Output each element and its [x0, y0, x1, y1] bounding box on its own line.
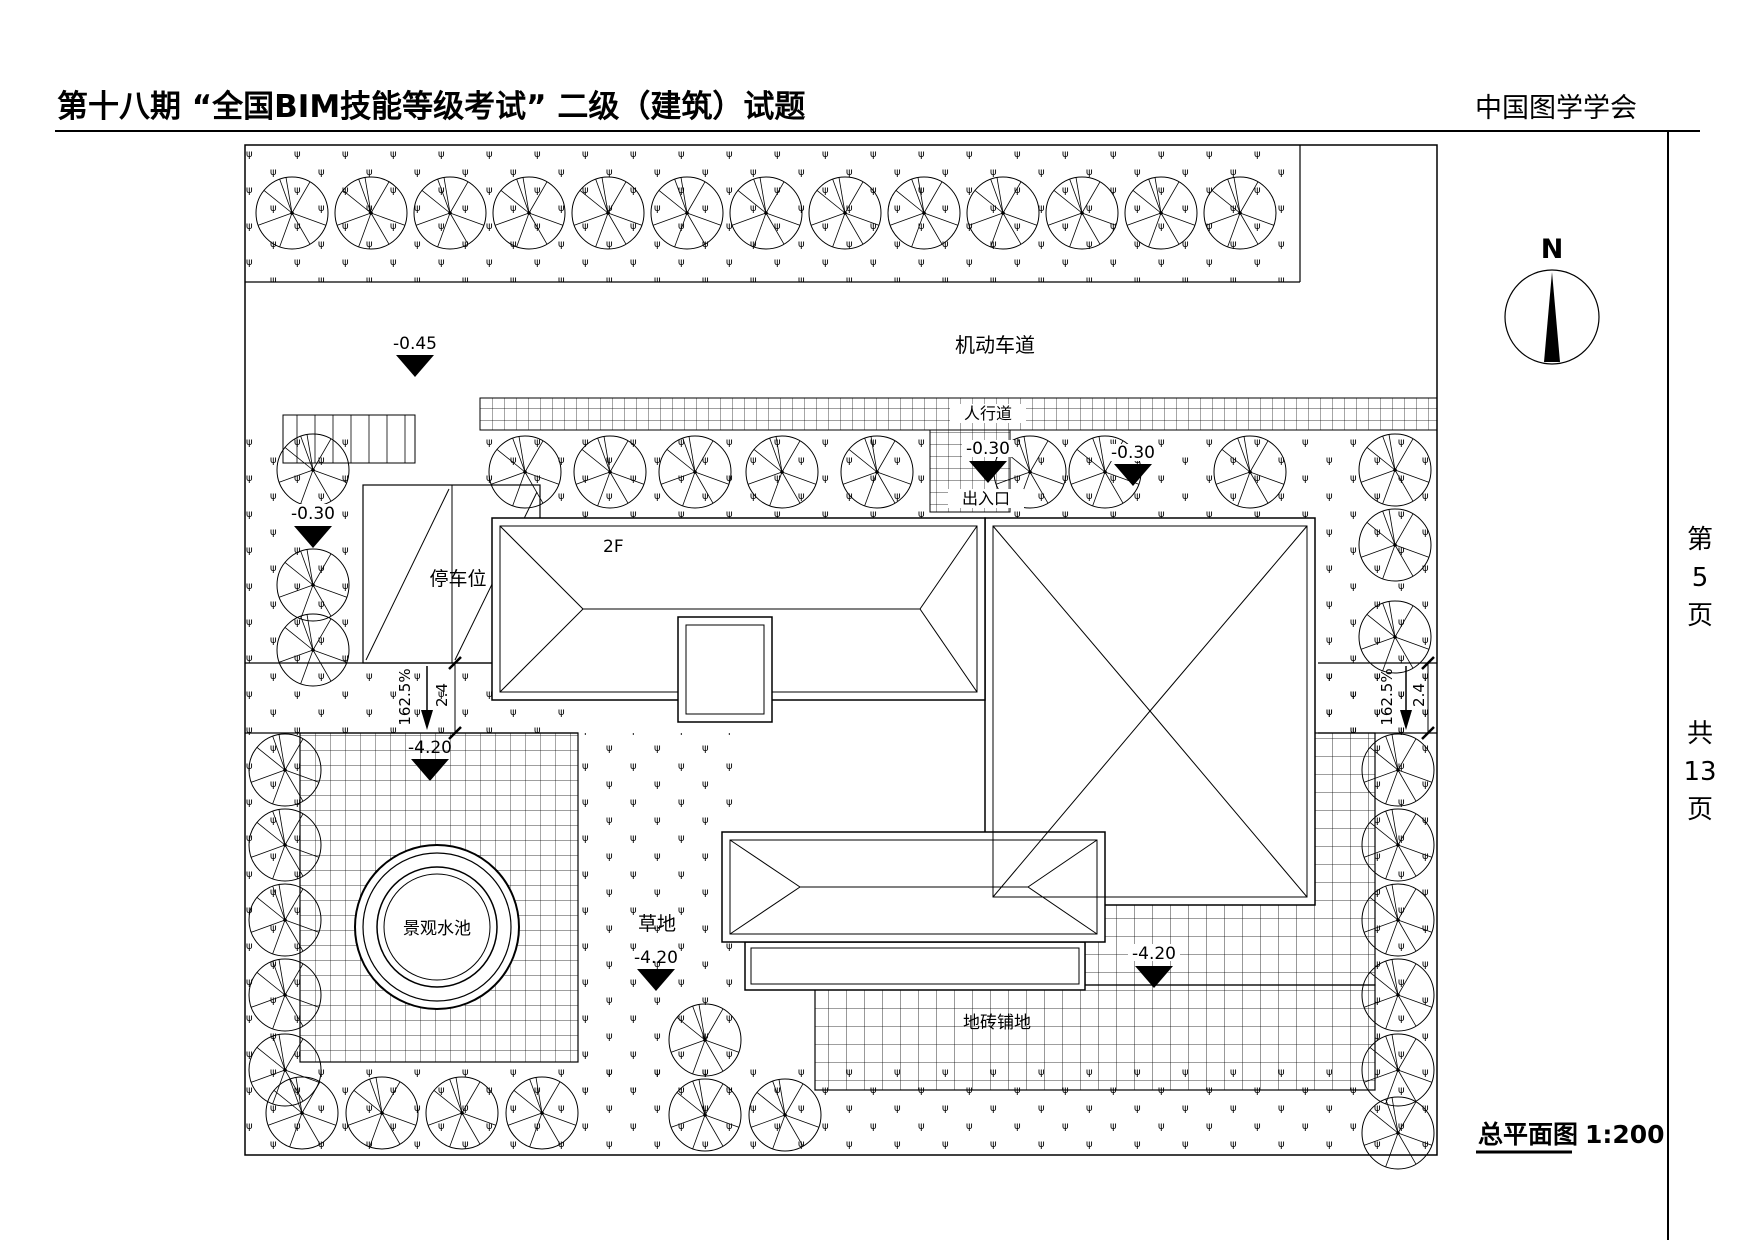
lawn-label: 草地 [638, 913, 676, 935]
page-suffix: 页 [1687, 601, 1713, 631]
elevation-marker-right-strip: -0.30 [1107, 443, 1159, 486]
elevation-triangle-icon [411, 759, 449, 781]
drawing-scale: 1:200 [1585, 1120, 1665, 1149]
elevation-marker-road: -0.45 [393, 334, 437, 377]
entrance-label: 出入口 [962, 489, 1010, 508]
pool-plaza: 景观水池 [299, 732, 579, 1063]
elevation-lower-left-value: -4.20 [408, 738, 452, 758]
paving-label: 地砖铺地 [963, 1013, 1031, 1033]
ramp-width-right: 2.4 [1410, 683, 1428, 707]
terrace [744, 941, 1086, 991]
elevation-marker-lower-left: -4.20 [408, 738, 452, 781]
sidewalk-label: 人行道 [964, 404, 1012, 423]
drawing-name: 总平面图 [1478, 1120, 1578, 1149]
elevation-marker-lawn: -4.20 [634, 948, 678, 991]
total-prefix: 共 [1687, 719, 1713, 749]
organization-name: 中国图学学会 [1475, 93, 1637, 124]
road: 机动车道 [955, 333, 1035, 357]
total-pages: 13 [1683, 757, 1716, 787]
ramp-width-left: 2.4 [433, 683, 451, 707]
elevation-triangle-icon [396, 355, 434, 377]
building: 2F [491, 517, 1316, 943]
elevation-triangle-icon [1135, 966, 1173, 988]
elevation-triangle-icon [1114, 464, 1152, 486]
elevation-marker-entrance: -0.30 [962, 439, 1014, 483]
page-number: 5 [1692, 563, 1709, 593]
page-number-column: 第 5 页 共 13 页 [1683, 525, 1716, 825]
elevation-triangle-icon [637, 969, 675, 991]
north-circle [1504, 269, 1600, 365]
elevation-paving-value: -4.20 [1132, 944, 1176, 964]
elevation-road-value: -0.45 [393, 334, 437, 354]
sheet-header: 第十八期 “全国BIM技能等级考试” 二级（建筑）试题 中国图学学会 [55, 89, 1700, 132]
elevation-entrance-value: -0.30 [966, 439, 1010, 459]
elevation-triangle-icon [969, 461, 1007, 483]
elevation-right-strip-value: -0.30 [1111, 443, 1155, 463]
north-needle-icon [1544, 272, 1560, 362]
parking-label: 停车位 [429, 568, 486, 590]
north-arrow: N [1504, 234, 1600, 365]
walk-labels: 人行道 出入口 草地 [638, 404, 1026, 935]
building-floor-label: 2F [603, 537, 624, 557]
elevation-marker-paving: -4.20 [1128, 944, 1180, 988]
elevation-triangle-icon [294, 526, 332, 548]
slope-band-right: 162.5% 2.4 [1318, 656, 1437, 740]
road-label: 机动车道 [955, 333, 1035, 357]
exam-title: 第十八期 “全国BIM技能等级考试” 二级（建筑）试题 [57, 89, 805, 125]
page-prefix: 第 [1687, 525, 1713, 555]
crosswalk [282, 414, 416, 464]
elevation-lawn-value: -4.20 [634, 948, 678, 968]
elevation-marker-left-strip: -0.30 [286, 504, 342, 548]
pool-label: 景观水池 [403, 919, 471, 939]
total-suffix: 页 [1687, 795, 1713, 825]
ramp-slope-right: 162.5% [1378, 668, 1396, 725]
north-label: N [1541, 234, 1564, 265]
ramp-slope-left: 162.5% [396, 668, 414, 725]
title-block: 总平面图 1:200 [1476, 1120, 1665, 1154]
elevation-left-strip-value: -0.30 [291, 504, 335, 524]
